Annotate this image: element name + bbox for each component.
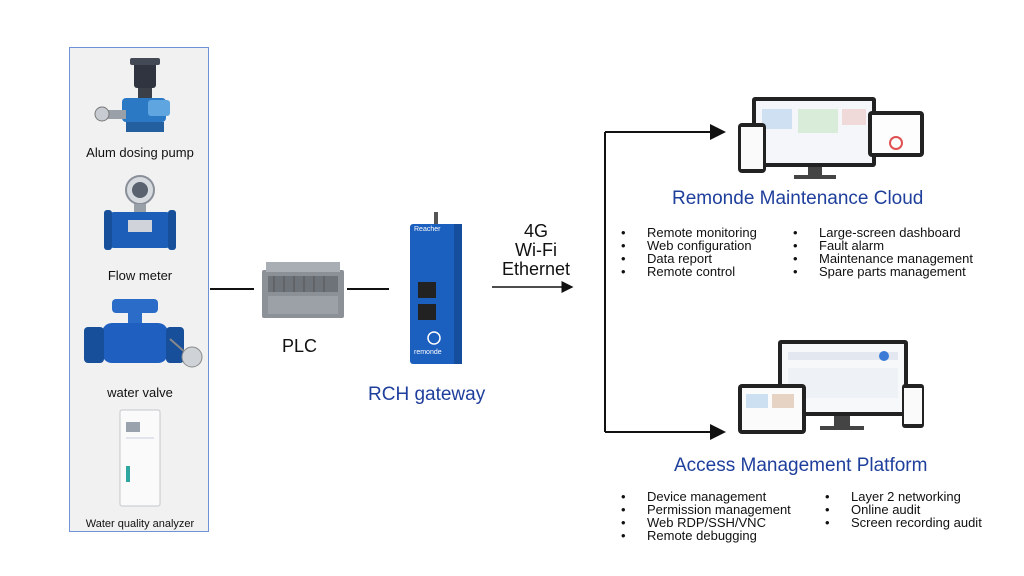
field-devices-panel: Alum dosing pump Flow meter water valve … bbox=[69, 47, 209, 532]
connection-ethernet: Ethernet bbox=[501, 259, 571, 279]
link-plc-gateway bbox=[347, 288, 389, 290]
gateway-brand-text: Reacher bbox=[414, 226, 441, 233]
platform-feature: Permission management bbox=[621, 503, 791, 516]
plc-device-icon bbox=[262, 262, 344, 318]
device-label-water-valve: water valve bbox=[107, 385, 173, 400]
cloud-feature: Remote monitoring bbox=[621, 226, 757, 239]
device-label-flow-meter: Flow meter bbox=[107, 268, 173, 283]
platform-feature: Remote debugging bbox=[621, 529, 791, 542]
flow-meter-icon bbox=[104, 175, 176, 250]
rch-gateway-device bbox=[410, 212, 462, 364]
platform-features-right: Layer 2 networking Online audit Screen r… bbox=[825, 490, 982, 529]
platform-screens-icon bbox=[738, 340, 924, 434]
platform-feature: Layer 2 networking bbox=[825, 490, 982, 503]
platform-feature: Device management bbox=[621, 490, 791, 503]
gateway-label: RCH gateway bbox=[368, 384, 486, 405]
device-label-water-analyzer: Water quality analyzer bbox=[85, 518, 195, 530]
cloud-feature: Remote control bbox=[621, 265, 757, 278]
platform-title: Access Management Platform bbox=[674, 455, 928, 476]
platform-feature: Online audit bbox=[825, 503, 982, 516]
gateway-logo-text: remonde bbox=[414, 349, 442, 356]
platform-feature: Web RDP/SSH/VNC bbox=[621, 516, 791, 529]
cloud-features-right: Large-screen dashboard Fault alarm Maint… bbox=[793, 226, 973, 278]
cloud-feature: Large-screen dashboard bbox=[793, 226, 973, 239]
cloud-feature: Web configuration bbox=[621, 239, 757, 252]
cloud-screens-icon bbox=[738, 97, 924, 179]
water-analyzer-icon bbox=[119, 409, 161, 507]
cloud-feature: Data report bbox=[621, 252, 757, 265]
device-label-dosing-pump: Alum dosing pump bbox=[86, 145, 194, 160]
connection-types: 4G Wi-Fi Ethernet bbox=[488, 222, 584, 279]
platform-features-left: Device management Permission management … bbox=[621, 490, 791, 542]
cloud-title: Remonde Maintenance Cloud bbox=[672, 188, 924, 209]
cloud-feature: Spare parts management bbox=[793, 265, 973, 278]
connection-wifi: Wi-Fi bbox=[515, 240, 557, 260]
dosing-pump-icon bbox=[94, 58, 170, 132]
cloud-feature: Maintenance management bbox=[793, 252, 973, 265]
water-valve-icon bbox=[84, 299, 203, 368]
platform-feature: Screen recording audit bbox=[825, 516, 982, 529]
cloud-feature: Fault alarm bbox=[793, 239, 973, 252]
connection-4g: 4G bbox=[523, 221, 548, 241]
plc-label: PLC bbox=[282, 336, 318, 356]
link-panel-plc bbox=[210, 288, 254, 290]
cloud-features-left: Remote monitoring Web configuration Data… bbox=[621, 226, 757, 278]
